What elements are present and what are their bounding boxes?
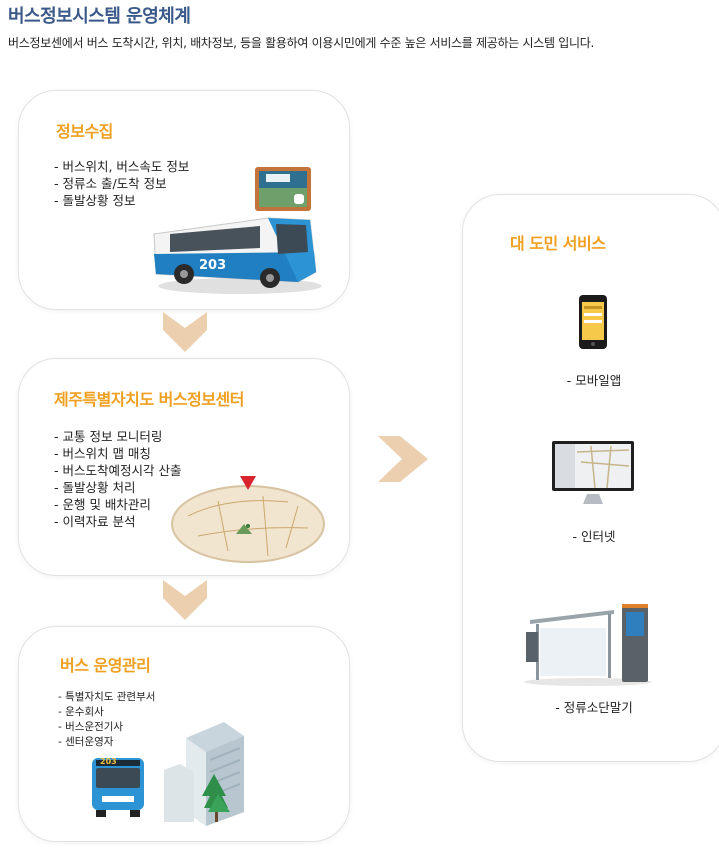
service-title: 대 도민 서비스 [510,234,606,253]
list-item: - 교통 정보 모니터링 [54,429,163,444]
list-item: - 버스도착예정시각 산출 [54,463,182,478]
monitor-icon [552,441,634,504]
bus-stop-terminal-label: - 정류소단말기 [555,700,633,715]
location-marker-icon [240,476,256,490]
list-item: - 운수회사 [58,706,104,718]
list-item: - 정류소 출/도착 정보 [54,176,167,191]
page-title: 버스정보시스템 운영체계 [8,6,191,27]
list-item: - 특별자치도 관련부서 [58,691,156,703]
center-title: 제주특별자치도 버스정보센터 [54,390,244,409]
bus-stop-terminal-image [524,604,652,686]
bus-number-label: 203 [199,258,227,273]
mobile-phone-icon [579,295,607,349]
list-item: - 버스위치, 버스속도 정보 [54,159,190,174]
list-item: - 운행 및 배차관리 [54,497,151,512]
list-item: - 버스위치 맵 매칭 [54,446,151,461]
list-item: - 버스운전기사 [58,721,124,733]
arrow-down-icon [163,580,207,620]
bus-front-image [92,758,144,817]
operation-title: 버스 운영관리 [60,656,151,675]
bus-stop-display-icon [255,167,311,211]
center-list: - 교통 정보 모니터링 - 버스위치 맵 매칭 - 버스도착예정시각 산출 -… [54,428,181,530]
collect-list: - 버스위치, 버스속도 정보 - 정류소 출/도착 정보 - 돌발상황 정보 [54,158,189,209]
operation-list: - 특별자치도 관련부서 - 운수회사 - 버스운전기사 - 센터운영자 [58,690,155,750]
bus-image [153,217,322,294]
arrow-down-icon [163,312,207,352]
jeju-map-image [171,485,325,563]
collect-title: 정보수집 [56,122,113,141]
list-item: - 센터운영자 [58,736,114,748]
bus-number-label: 203 [100,757,117,766]
list-item: - 돌발상황 정보 [54,193,136,208]
list-item: - 돌발상황 처리 [54,480,136,495]
list-item: - 이력자료 분석 [54,514,136,529]
buildings-image [164,722,244,826]
mobile-app-label: - 모바일앱 [566,373,622,388]
internet-label: - 인터넷 [572,529,616,544]
page-description: 버스정보센에서 버스 도착시간, 위치, 배차정보, 등을 활용하여 이용시민에… [8,36,595,50]
arrow-right-icon [378,436,428,482]
